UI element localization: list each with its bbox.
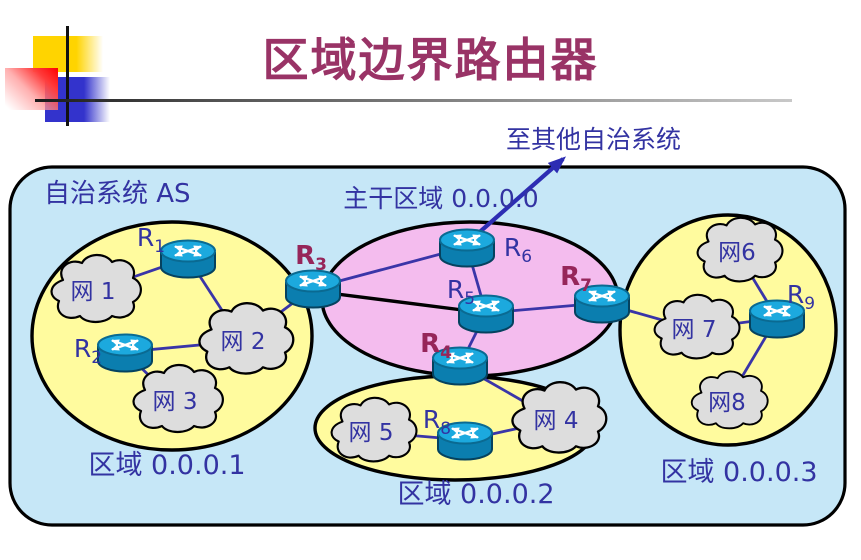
decoration-horizontal-rule	[35, 99, 792, 102]
router-label-R6: R6	[504, 233, 532, 267]
decoration-vertical-line	[66, 26, 69, 126]
network-label-net5: 网 5	[349, 420, 394, 446]
router-R3-icon	[286, 271, 340, 308]
backbone-area-label: 主干区域 0.0.0.0	[343, 184, 538, 213]
external-as-arrow	[472, 156, 567, 239]
router-R6-icon	[440, 230, 494, 267]
router-label-R3: R3	[295, 241, 327, 275]
page-title: 区域边界路由器	[262, 33, 599, 87]
router-label-R2: R2	[74, 334, 102, 368]
router-label-R8: R8	[423, 405, 451, 439]
router-label-R4: R4	[420, 329, 452, 363]
network-label-net7: 网 7	[672, 317, 717, 343]
external-as-label: 至其他自治系统	[506, 125, 681, 154]
network-label-net6: 网6	[718, 240, 756, 266]
router-label-R9: R9	[787, 280, 815, 314]
network-label-net2: 网 2	[221, 329, 266, 355]
router-label-R7: R7	[560, 262, 592, 296]
network-label-net3: 网 3	[153, 389, 198, 415]
link-R3-R5	[312, 289, 487, 315]
router-label-R1: R1	[137, 223, 165, 257]
network-label-net4: 网 4	[534, 408, 579, 434]
router-label-R5: R5	[447, 275, 475, 309]
decoration-red-square	[5, 68, 58, 110]
area-0001-label: 区域 0.0.0.1	[88, 450, 245, 481]
as-label: 自治系统 AS	[44, 179, 191, 209]
area-0002-label: 区域 0.0.0.2	[397, 479, 554, 510]
network-label-net1: 网 1	[71, 279, 116, 305]
router-R1-icon	[161, 241, 215, 278]
router-R2-icon	[98, 335, 152, 372]
network-label-net8: 网8	[708, 390, 746, 416]
area-0003-label: 区域 0.0.0.3	[660, 457, 817, 488]
